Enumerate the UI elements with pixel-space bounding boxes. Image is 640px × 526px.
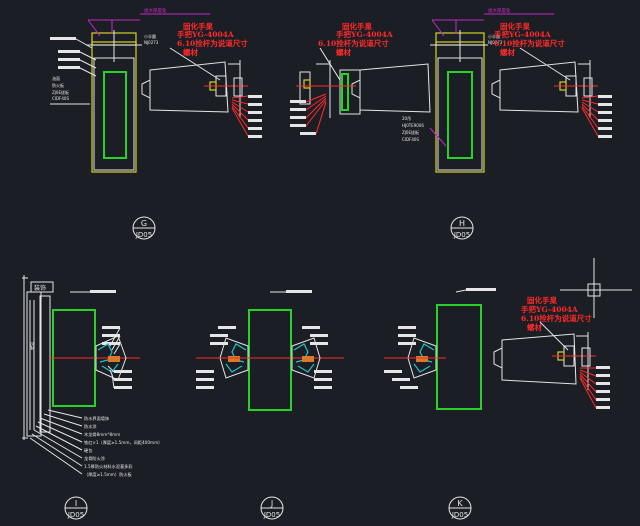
detail-i-note-2: 防水涂 xyxy=(84,423,97,430)
callout-3-line3: 6.10拴杆为说道尺寸 xyxy=(494,38,565,48)
svg-text:小半圆: 小半圆 xyxy=(488,33,500,39)
callout-1-line3: 6.10拴杆为说道尺寸 xyxy=(177,38,248,48)
detail-i-fixing xyxy=(108,356,120,362)
callout-3-line1: 固化手臬 xyxy=(500,21,530,31)
detail-i-furring xyxy=(39,295,51,433)
callout-4-line2: 手把YG-4004A xyxy=(521,304,578,314)
detail-i-wall-label-box xyxy=(30,281,54,293)
detail-j-sheet: JD05 xyxy=(263,511,280,519)
svg-text:硬包: 硬包 xyxy=(28,342,34,350)
detail-g-side-note-d: CIDF40S xyxy=(52,96,69,101)
detail-i-letter: I xyxy=(75,499,77,508)
callout-1-line1: 固化手臬 xyxy=(183,21,213,31)
detail-i-note-4: 铁红×1（厚度≥1.5mm，间距400mm） xyxy=(84,439,162,446)
detail-k-handle-body xyxy=(501,333,577,385)
detail-i-note-3: 木龙骨8mm*8mm xyxy=(84,431,120,438)
detail-i-note-6: 龙骨防火涂 xyxy=(84,455,106,462)
detail-mid-handle-right xyxy=(359,63,431,113)
callout-2-line4: 螺材 xyxy=(336,47,351,57)
detail-i-wall-panel xyxy=(26,291,42,437)
detail-h-hanger-a: 20吊 xyxy=(402,116,411,121)
callout-group-1: 固化手臬 手把YG-4004A 6.10拴杆为说道尺寸 螺材 xyxy=(169,21,248,81)
svg-text:CIDF40S: CIDF40S xyxy=(402,137,419,142)
detail-g-side-note-b: 防火板 xyxy=(52,82,64,88)
detail-k-letter: K xyxy=(457,499,463,508)
detail-g-profile xyxy=(93,57,135,171)
detail-g-tag xyxy=(58,66,80,69)
callout-4-line1: 固化手臬 xyxy=(527,295,557,305)
detail-h-letter: H xyxy=(459,219,465,228)
detail-g-tag xyxy=(50,37,76,40)
callout-2-line3: 6.10拴杆为说道尺寸 xyxy=(318,38,389,48)
callout-2-line2: 手把YG-4004A xyxy=(336,29,393,39)
callout-1-line4: 螺材 xyxy=(183,47,198,57)
detail-g-top-note: 加大厚度处 xyxy=(144,7,167,14)
detail-i-note-1: 防水界面墙饰 xyxy=(84,415,109,422)
detail-i-note-7: 1.5厚防火材料水泥基多彩 xyxy=(84,463,133,470)
detail-h-hanger-b: HJ0TE9006 xyxy=(402,123,424,128)
detail-h-sheet: JD05 xyxy=(453,231,470,239)
callout-3-line2: 手把YG-4004A xyxy=(494,29,551,39)
detail-g-tag xyxy=(58,50,80,53)
callout-1-line2: 手把YG-4004A xyxy=(177,29,234,39)
detail-middle: 固化手臬 手把YG-4004A 6.10拴杆为说道尺寸 螺材 xyxy=(290,21,431,135)
detail-g-handle-end xyxy=(141,79,151,99)
detail-g-letter: G xyxy=(141,219,147,228)
callout-4-line4: 螺材 xyxy=(527,322,542,332)
detail-k: 固化手臬 手把YG-4004A 6.10拴杆为说道尺寸 螺材 K JD05 xyxy=(384,258,632,520)
svg-text:NJ0273: NJ0273 xyxy=(488,40,503,45)
detail-g-inner-tube xyxy=(103,71,127,159)
detail-j-letter: J xyxy=(270,499,273,508)
callout-2-line1: 固化手臬 xyxy=(342,21,372,31)
detail-h-top-note: 加大厚度处 xyxy=(488,7,511,14)
detail-i: 装饰 硬包 xyxy=(22,275,162,520)
detail-g-side-note-a: 油面 xyxy=(52,75,60,81)
detail-h-inner-tube xyxy=(447,71,473,159)
svg-text:ZJ0E拢板: ZJ0E拢板 xyxy=(402,129,419,135)
detail-g-small-note-b: NJ0273 xyxy=(144,40,159,45)
callout-3-line4: 螺材 xyxy=(500,47,515,57)
detail-g-sheet: JD05 xyxy=(135,231,152,239)
detail-i-note-8: （厚度≥1.5mm）防火板 xyxy=(84,471,132,478)
detail-i-note-5: 硬包 xyxy=(84,447,93,454)
detail-g-side-note-c: ZJ0E拢板 xyxy=(52,89,69,95)
detail-h: 加大厚度处 小半圆 NJ0273 20吊 HJ0TE9006 ZJ0E拢板 CI… xyxy=(402,7,612,240)
detail-j: J JD05 xyxy=(196,290,344,520)
detail-g-tag xyxy=(58,58,80,61)
detail-g: 加大厚度处 油面 防火板 ZJ0E拢板 CIDF40S 小半圆 NJ0273 xyxy=(50,7,262,240)
callout-4-line3: 6.10拴杆为说道尺寸 xyxy=(521,313,592,323)
detail-g-bracket xyxy=(233,77,243,97)
detail-k-sheet: JD05 xyxy=(451,511,468,519)
detail-i-wall-label: 装饰 xyxy=(34,284,46,292)
detail-g-small-note-a: 小半圆 xyxy=(144,33,156,39)
detail-j-door-frame xyxy=(248,309,292,411)
detail-k-door-frame xyxy=(436,304,482,410)
detail-i-sheet: JD05 xyxy=(67,511,84,519)
detail-i-notes: 防水界面墙饰 防水涂 木龙骨8mm*8mm 铁红×1（厚度≥1.5mm，间距40… xyxy=(29,409,162,478)
